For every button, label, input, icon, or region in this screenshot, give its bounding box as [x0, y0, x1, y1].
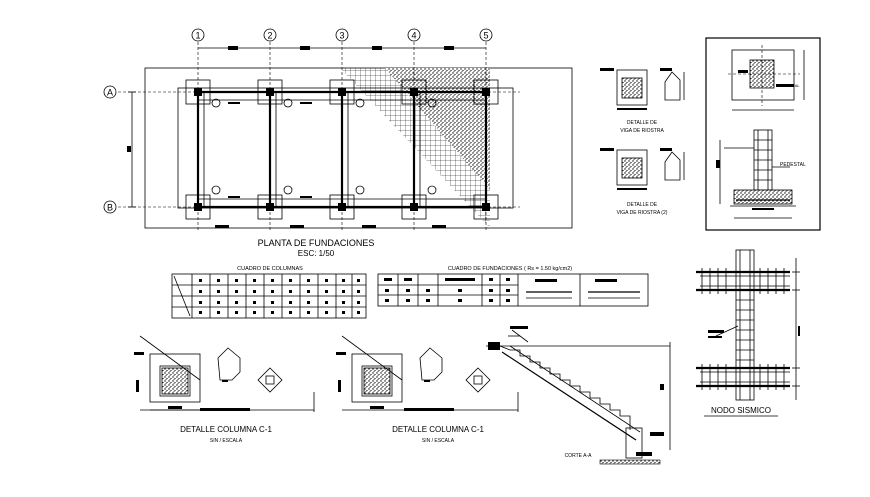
column-detail-2-subtitle: SIN / ESCALA: [422, 438, 455, 444]
grid-bubble-3: [335, 28, 349, 42]
column-detail-2: [336, 335, 519, 412]
pedestal-label-section: PEDESTAL: [780, 162, 806, 168]
column-detail-2-title: DETALLE COLUMNA C-1: [392, 425, 484, 434]
stair-section-label: CORTE A-A: [565, 453, 593, 459]
column-detail-1: [134, 335, 315, 412]
grid-number-4: 4: [411, 31, 416, 41]
grid-bubble-5: [479, 28, 493, 42]
grid-bubble-4: [407, 28, 421, 42]
pedestal-detail: [705, 37, 821, 231]
beam-detail-1-line2: VIGA DE RIOSTRA: [620, 128, 664, 134]
seismic-node-title: NODO SISMICO: [711, 406, 771, 415]
grid-bubble-2: [263, 28, 277, 42]
columns-table-title: CUADRO DE COLUMNAS: [237, 266, 303, 272]
grid-number-2: 2: [267, 31, 272, 41]
grid-number-1: 1: [195, 31, 200, 41]
beam-detail-2: [600, 148, 685, 190]
column-detail-1-subtitle: SIN / ESCALA: [210, 438, 243, 444]
grid-letter-a: A: [107, 88, 113, 98]
pedestal-label-plan: PEDESTAL: [779, 83, 800, 88]
stair-section: [486, 326, 671, 465]
plan-scale: ESC: 1/50: [298, 249, 335, 258]
grid-number-3: 3: [339, 31, 344, 41]
columns-table: [171, 273, 367, 319]
foundations-table-title: CUADRO DE FUNDACIONES ( Rs = 1.50 kg/cm2…: [448, 266, 572, 272]
plan-title: PLANTA DE FUNDACIONES: [258, 238, 375, 248]
seismic-node: [696, 249, 800, 417]
grid-bubble-a: [103, 85, 117, 99]
column-detail-1-title: DETALLE COLUMNA C-1: [180, 425, 272, 434]
grid-bubble-b: [103, 200, 117, 214]
foundation-plan: [118, 42, 573, 230]
grid-number-5: 5: [483, 31, 488, 41]
grid-letter-b: B: [107, 203, 113, 213]
beam-detail-2-line1: DETALLE DE: [627, 202, 658, 208]
beam-detail-2-line2: VIGA DE RIOSTRA (2): [617, 210, 668, 216]
beam-detail-1: [600, 68, 685, 110]
beam-detail-1-line1: DETALLE DE: [627, 120, 658, 126]
grid-bubbles: 1 2 3 4 5 A B: [103, 28, 493, 214]
grid-bubble-1: [191, 28, 205, 42]
foundations-table: [377, 273, 649, 307]
